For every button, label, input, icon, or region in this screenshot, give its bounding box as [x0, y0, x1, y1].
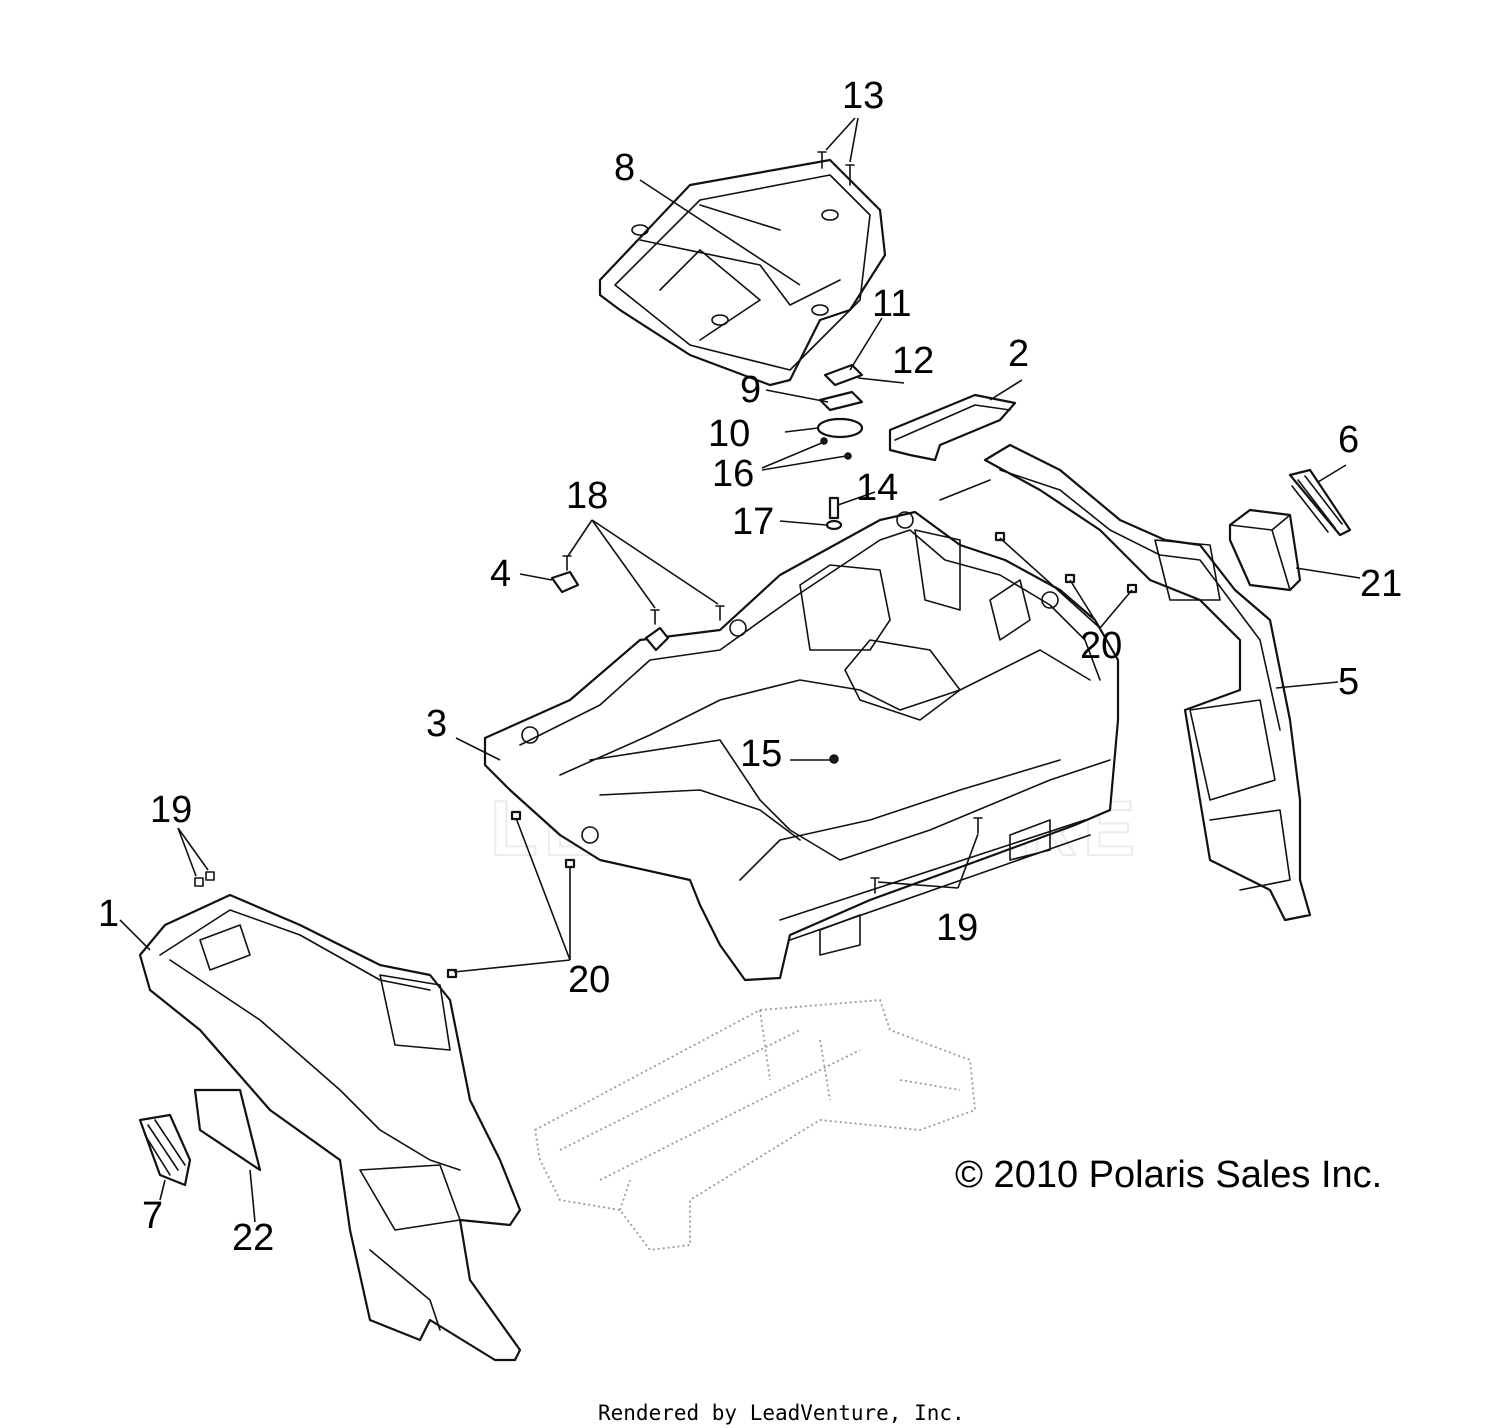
- stud-part-14: [825, 496, 843, 531]
- callout-10: 10: [708, 413, 750, 455]
- callout-12: 12: [892, 340, 934, 382]
- leader-lines: [119, 117, 1361, 1223]
- callout-17: 17: [732, 501, 774, 543]
- callout-19-right: 19: [936, 907, 978, 949]
- pad-part-22: [193, 1088, 262, 1172]
- callout-19-left: 19: [150, 789, 192, 831]
- callout-1: 1: [98, 893, 119, 935]
- foam-block-part-21: [1228, 508, 1302, 592]
- callout-18: 18: [566, 475, 608, 517]
- latch-hardware-parts-9-12: [816, 363, 864, 460]
- right-side-panel-part-5: [939, 443, 1312, 922]
- callout-16: 16: [712, 453, 754, 495]
- copyright-notice: © 2010 Polaris Sales Inc.: [955, 1154, 1382, 1196]
- vent-grille-part-7: [138, 1113, 192, 1187]
- callout-14: 14: [856, 467, 898, 509]
- callout-15: 15: [740, 733, 782, 775]
- left-side-panel-part-1: [138, 871, 522, 1362]
- callout-labels: 13 8 11 12 2 9 10 16 14 17 6 21 5 18 4 2…: [98, 75, 1402, 1259]
- callout-4: 4: [490, 553, 511, 595]
- callout-20-left: 20: [568, 959, 610, 1001]
- callout-2: 2: [1008, 333, 1029, 375]
- callout-3: 3: [426, 703, 447, 745]
- bracket-part-2: [888, 393, 1017, 462]
- callout-8: 8: [614, 147, 635, 189]
- callout-5: 5: [1338, 661, 1359, 703]
- rendered-by-footer: Rendered by LeadVenture, Inc.: [598, 1401, 965, 1425]
- storage-cover-part-8: [598, 158, 887, 387]
- callout-13: 13: [842, 75, 884, 117]
- clip-part-4: [550, 570, 580, 594]
- callout-7: 7: [142, 1195, 163, 1237]
- frame-ghost: [534, 999, 976, 1251]
- vent-grille-part-6: [1288, 468, 1352, 537]
- callout-22: 22: [232, 1217, 274, 1259]
- callout-11: 11: [872, 283, 911, 325]
- fasteners-18-20-19: [446, 531, 1138, 979]
- cargo-box-part-3: [483, 510, 1120, 982]
- callout-20-right: 20: [1080, 625, 1122, 667]
- screw-part-13: [817, 151, 855, 186]
- callout-9: 9: [740, 369, 761, 411]
- callout-6: 6: [1338, 419, 1359, 461]
- callout-21: 21: [1360, 563, 1402, 605]
